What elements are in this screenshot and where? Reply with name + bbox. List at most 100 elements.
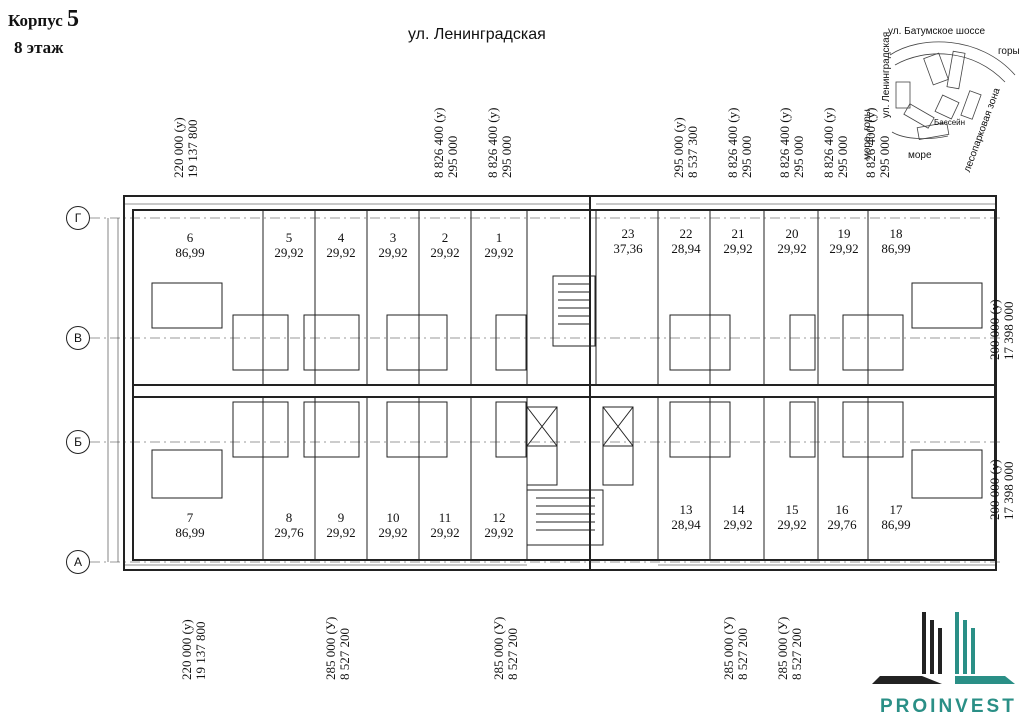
logo-mark xyxy=(872,612,1015,684)
price-bottom-9: 285 000 (У) 8 527 200 xyxy=(323,616,352,680)
apartment-area: 86,99 xyxy=(881,241,911,256)
apartment-area: 29,76 xyxy=(827,517,857,532)
apartment-area: 86,99 xyxy=(881,517,911,532)
price-bottom-7: 220 000 (у) 19 137 800 xyxy=(179,619,208,680)
apartment-number: 6 xyxy=(186,230,194,245)
apartment-number: 1 xyxy=(495,230,503,245)
logo-text: PROINVEST xyxy=(880,696,1017,717)
apartment-number: 10 xyxy=(386,510,400,525)
apartment-number: 2 xyxy=(441,230,449,245)
price-top-21: 8 826 400 (у) 295 000 xyxy=(777,107,806,178)
apartment-area: 29,76 xyxy=(274,525,304,540)
apartment-area: 29,92 xyxy=(430,525,460,540)
apartment-number: 4 xyxy=(337,230,345,245)
apartment-area: 37,36 xyxy=(613,241,643,256)
apartment-area: 86,99 xyxy=(175,525,205,540)
site-sea-mountains-label: море, горы xyxy=(862,109,873,160)
axis-v: В xyxy=(66,326,90,350)
apartment-area: 28,94 xyxy=(671,241,701,256)
site-sea-label: море xyxy=(908,150,932,161)
apartment-area: 29,92 xyxy=(326,245,356,260)
apartment-number: 3 xyxy=(389,230,397,245)
site-mountains-label: горы xyxy=(998,46,1020,57)
site-street-label: ул. Ленинградская xyxy=(881,31,892,118)
floor-label: 8 этаж xyxy=(14,38,64,57)
building-number: 5 xyxy=(67,6,80,32)
street-label-top: ул. Ленинградская xyxy=(408,26,546,43)
apartment-number: 7 xyxy=(186,510,194,525)
apartment-number: 19 xyxy=(837,226,851,241)
axis-g: Г xyxy=(66,206,90,230)
price-bottom-15: 285 000 (У) 8 527 200 xyxy=(775,616,804,680)
building-title: Корпус 5 xyxy=(8,6,79,33)
apartment-area: 86,99 xyxy=(175,245,205,260)
apartment-area: 29,92 xyxy=(723,241,753,256)
apartment-area: 29,92 xyxy=(777,517,807,532)
price-bottom-14: 285 000 (У) 8 527 200 xyxy=(721,616,750,680)
price-top-1: 8 826 400 (у) 295 000 xyxy=(485,107,514,178)
building-label: Корпус xyxy=(8,11,63,30)
price-bottom-12: 285 000 (У) 8 527 200 xyxy=(491,616,520,680)
apartment-number: 14 xyxy=(731,502,745,517)
apartment-area: 29,92 xyxy=(777,241,807,256)
apartment-area: 29,92 xyxy=(274,245,304,260)
apartment-area: 29,92 xyxy=(829,241,859,256)
price-top-22: 8 826 400 (у) 295 000 xyxy=(725,107,754,178)
apartment-number: 18 xyxy=(889,226,903,241)
apartment-area: 29,92 xyxy=(378,245,408,260)
apartment-number: 17 xyxy=(889,502,903,517)
price-right-18: 200 000 (у) 17 398 000 xyxy=(987,299,1016,360)
apartment-number: 8 xyxy=(285,510,293,525)
apartment-area: 29,92 xyxy=(484,525,514,540)
price-top-20: 8 826 400 (у) 295 000 xyxy=(821,107,850,178)
apartment-number: 12 xyxy=(492,510,506,525)
apartment-number: 5 xyxy=(285,230,293,245)
apartment-number: 13 xyxy=(679,502,693,517)
axis-b: Б xyxy=(66,430,90,454)
apartment-number: 20 xyxy=(785,226,799,241)
site-road-label: ул. Батумское шоссе xyxy=(888,26,986,37)
site-pool-label: Бассейн xyxy=(934,118,966,127)
apartment-number: 23 xyxy=(621,226,635,241)
apartment-area: 28,94 xyxy=(671,517,701,532)
apartment-number: 21 xyxy=(731,226,745,241)
price-top-23: 295 000 (у) 8 537 300 xyxy=(671,117,700,178)
price-top-2: 8 826 400 (у) 295 000 xyxy=(431,107,460,178)
apartment-area: 29,92 xyxy=(430,245,460,260)
apartment-number: 22 xyxy=(679,226,693,241)
apartment-area: 29,92 xyxy=(723,517,753,532)
apartment-number: 16 xyxy=(835,502,849,517)
apartment-area: 29,92 xyxy=(378,525,408,540)
price-top-6: 220 000 (у) 19 137 800 xyxy=(171,117,200,178)
apartment-area: 29,92 xyxy=(326,525,356,540)
apartment-area: 29,92 xyxy=(484,245,514,260)
apartment-number: 11 xyxy=(438,510,452,525)
price-right-17: 200 000 (у) 17 398 000 xyxy=(987,459,1016,520)
axis-a: А xyxy=(66,550,90,574)
apartment-number: 9 xyxy=(337,510,345,525)
